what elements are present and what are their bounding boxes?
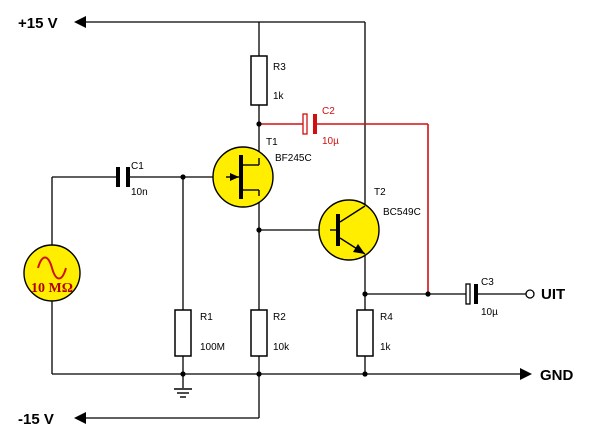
gate-arrow-icon xyxy=(230,173,239,181)
c3-name: C3 xyxy=(481,277,494,288)
output-label: UIT xyxy=(541,286,565,303)
ground-rail-arrow xyxy=(520,368,532,380)
feedback-wire xyxy=(259,123,429,294)
r3-value: 1k xyxy=(273,91,285,102)
c1-name: C1 xyxy=(131,161,144,172)
sine-wave-icon xyxy=(37,256,67,280)
c3-value: 10µ xyxy=(481,307,498,318)
t2-name: T2 xyxy=(374,187,386,198)
c1-value: 10n xyxy=(131,187,148,198)
resistor-r2 xyxy=(250,309,268,357)
r2-value: 10k xyxy=(273,342,290,353)
junctions xyxy=(180,121,431,377)
t1-name: T1 xyxy=(266,137,278,148)
output-terminal xyxy=(525,289,535,299)
negative-rail-label: -15 V xyxy=(18,411,54,428)
transistor-t1 xyxy=(212,146,274,208)
signal-source: 10 MΩ xyxy=(23,244,81,302)
c2-value: 10µ xyxy=(322,136,339,147)
r1-value: 100M xyxy=(200,342,225,353)
ground-label: GND xyxy=(540,367,574,384)
r3-name: R3 xyxy=(273,62,286,73)
c2-name: C2 xyxy=(322,106,335,117)
capacitor-c1 xyxy=(116,167,130,187)
capacitor-c2 xyxy=(302,113,317,135)
t2-type: BC549C xyxy=(383,207,421,218)
r4-value: 1k xyxy=(380,342,392,353)
r1-name: R1 xyxy=(200,312,213,323)
emitter-arrow-icon xyxy=(353,244,365,254)
ground-symbol xyxy=(174,388,192,398)
resistor-r1 xyxy=(174,309,192,357)
capacitor-c3 xyxy=(465,283,478,305)
r2-name: R2 xyxy=(273,312,286,323)
positive-rail-arrow xyxy=(74,16,86,28)
r4-name: R4 xyxy=(380,312,393,323)
positive-rail-label: +15 V xyxy=(18,15,58,32)
wires xyxy=(51,21,526,419)
t1-type: BF245C xyxy=(275,153,312,164)
resistor-r3 xyxy=(250,55,268,106)
rail-arrows xyxy=(74,16,532,424)
source-label: 10 MΩ xyxy=(31,281,73,296)
transistor-t2 xyxy=(318,199,380,261)
resistor-r4 xyxy=(356,309,374,357)
negative-rail-arrow xyxy=(74,412,86,424)
